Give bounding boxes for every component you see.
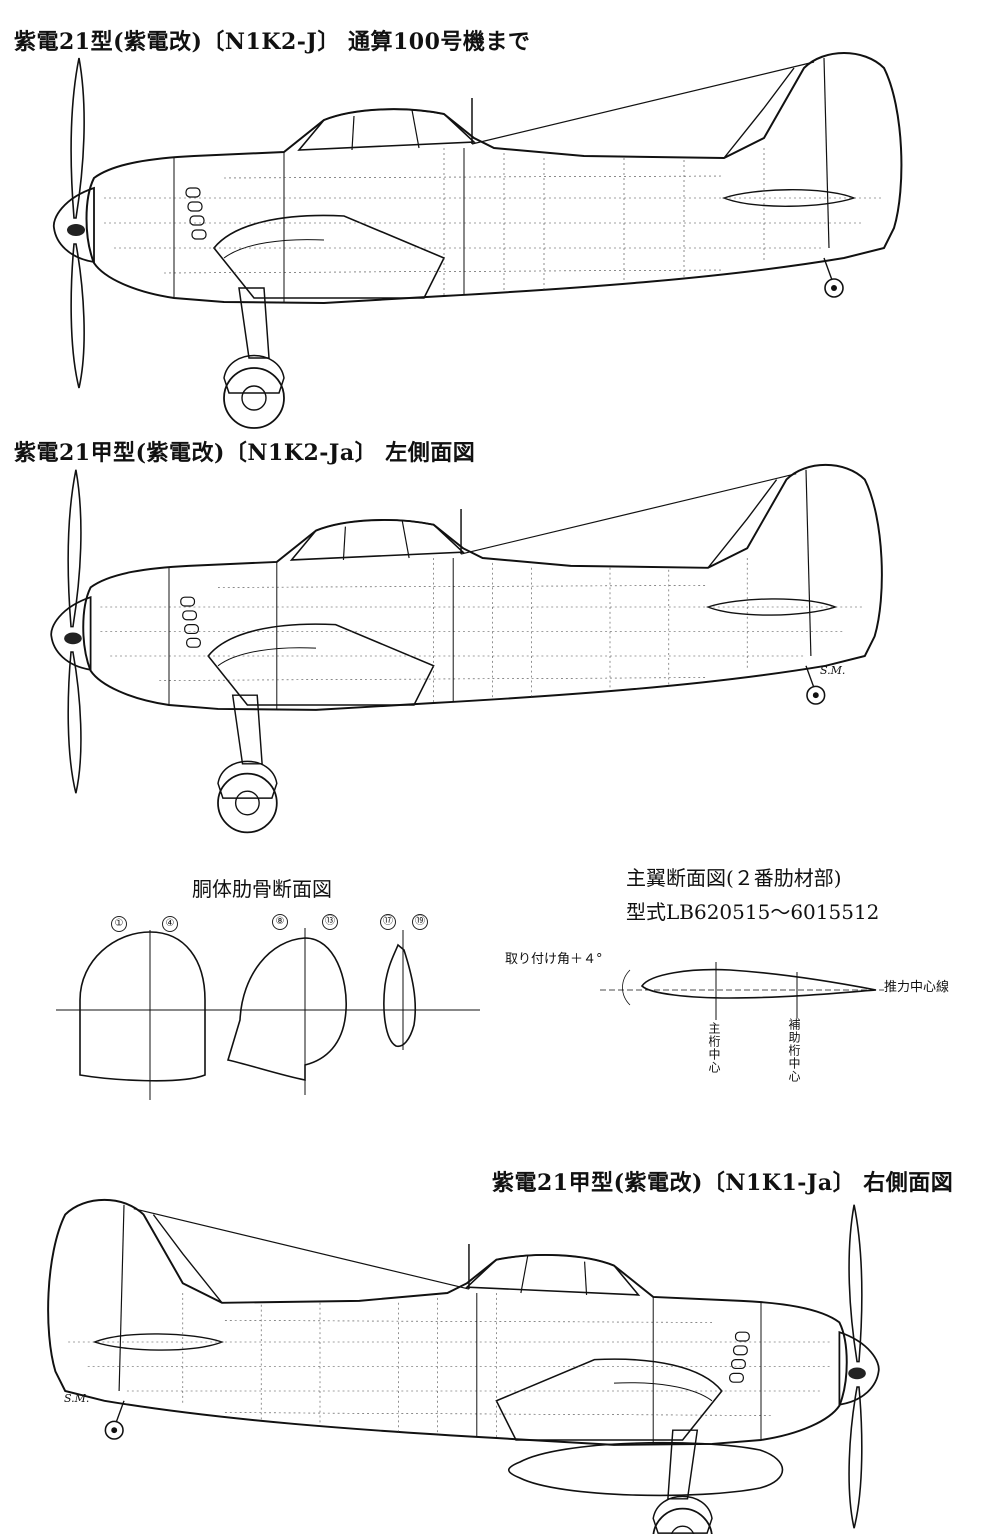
frame-marker-19: ⑲ [412,914,428,930]
drop-tank [507,1441,784,1497]
plate1-title: 紫電21型(紫電改)〔N1K2-J〕 通算100号機まで [14,29,531,55]
frame-marker-17: ⑰ [380,914,396,930]
plate3-title: 紫電21甲型(紫電改)〔N1K1-Ja〕 右側面図 [492,1170,954,1196]
wing-section-title: 主翼断面図(２番肋材部) [626,866,842,890]
signature-2: S.M. [820,664,846,677]
thrust-line-label: 推力中心線 [884,980,950,995]
wing-section-subtitle: 型式LB620515～6015512 [626,900,880,924]
plate1-aircraft-profile [52,52,903,429]
incidence-label: 取り付け角＋４° [505,952,603,967]
frame-marker-8: ⑧ [272,914,288,930]
plate3-aircraft-profile [47,1198,880,1534]
main-spar-label: 主桁中心 [707,1022,721,1074]
frame-marker-13: ⑬ [322,914,338,930]
frame-marker-4: ④ [162,916,178,932]
fuselage-sections [56,928,480,1100]
frame-marker-1: ① [111,916,127,932]
wing-airfoil-section [600,962,884,1020]
plate2-title: 紫電21甲型(紫電改)〔N1K2-Ja〕 左側面図 [14,440,476,466]
aux-spar-label: 補助桁中心 [787,1018,801,1083]
plate2-aircraft-profile [50,463,883,834]
fuselage-sections-title: 胴体肋骨断面図 [192,877,332,901]
